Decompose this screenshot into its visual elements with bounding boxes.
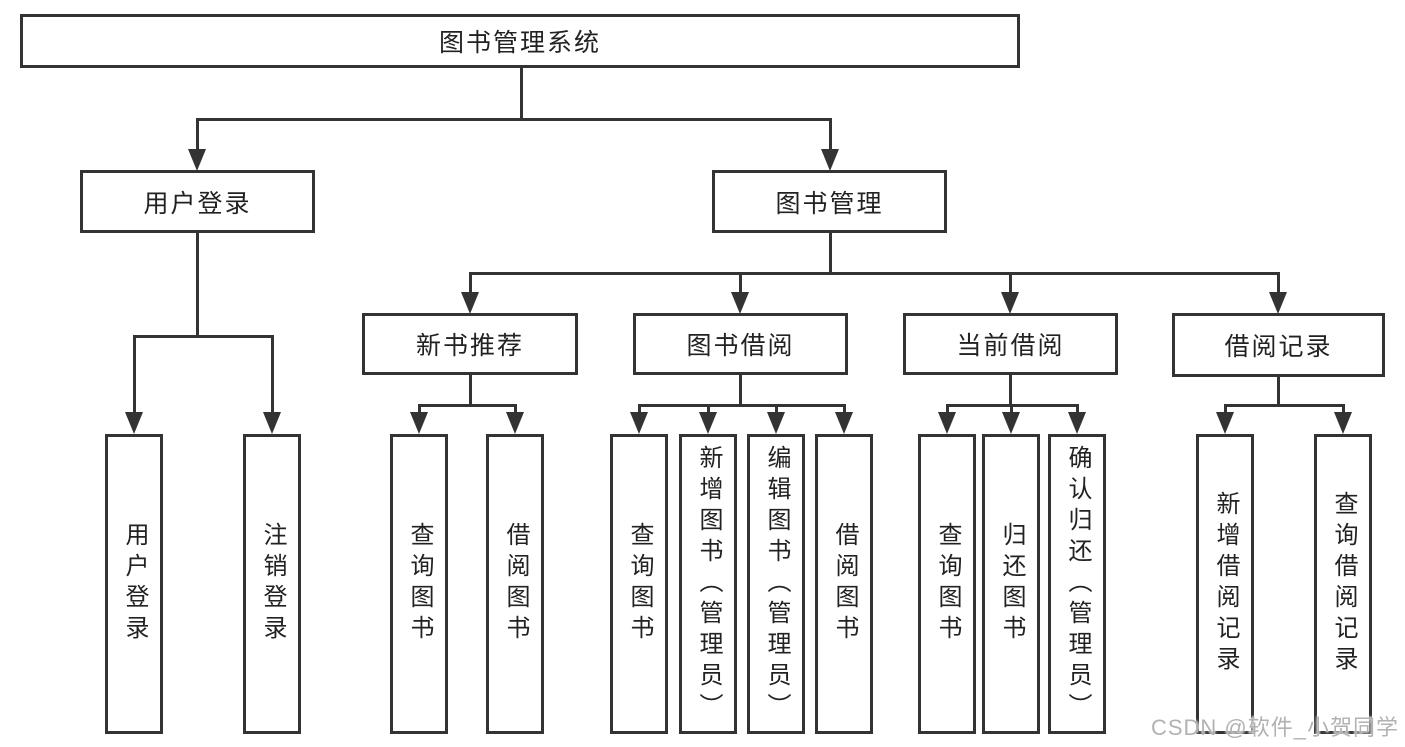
leaf-borrow-book-label: 借阅图书 (831, 522, 858, 646)
connector-book-management-stem (829, 233, 832, 274)
arrow-down-icon (461, 292, 479, 314)
connector-line (133, 335, 136, 415)
leaf-borrow-book: 借阅图书 (815, 434, 873, 734)
leaf-borrow-book-recommend: 借阅图书 (486, 434, 544, 734)
arrow-down-icon (1001, 292, 1019, 314)
node-user-login-label: 用户登录 (143, 189, 252, 218)
leaf-query-book-borrow: 查询图书 (610, 434, 668, 734)
leaf-add-borrow-record: 新增借阅记录 (1196, 434, 1254, 734)
connector-line (418, 404, 421, 415)
connector-line (775, 404, 778, 415)
watermark: CSDN @软件_小贺同学 (1150, 715, 1399, 740)
leaf-borrow-book-recommend-label: 借阅图书 (502, 522, 529, 646)
node-borrow-records-label: 借阅记录 (1224, 333, 1333, 361)
leaf-confirm-return-admin-label: 确认归还（管理员） (1064, 444, 1091, 724)
arrow-down-icon (1002, 412, 1020, 434)
arrow-down-icon (506, 412, 524, 434)
arrow-down-icon (125, 412, 143, 434)
connector-stem (469, 375, 472, 406)
node-current-borrow-label: 当前借阅 (956, 332, 1065, 360)
arrow-down-icon (263, 412, 281, 434)
connector-line (514, 404, 517, 415)
connector-line (739, 272, 742, 296)
connector-stem (739, 375, 742, 406)
connector-line (829, 118, 832, 152)
connector-user-login-hline (133, 335, 274, 338)
leaf-query-book-borrow-label: 查询图书 (626, 522, 653, 646)
node-book-borrow: 图书借阅 (633, 313, 848, 375)
leaf-add-book-admin-label: 新增图书（管理员） (695, 444, 722, 724)
connector-line (1009, 272, 1012, 296)
node-current-borrow: 当前借阅 (903, 313, 1118, 375)
leaf-return-book-label: 归还图书 (998, 522, 1025, 646)
connector-level2-hline (196, 118, 832, 121)
leaf-add-borrow-record-label: 新增借阅记录 (1212, 491, 1239, 677)
connector-line (946, 404, 949, 415)
arrow-down-icon (1216, 412, 1234, 434)
leaf-logout: 注销登录 (243, 434, 301, 734)
connector-hline (418, 404, 517, 407)
connector-line (271, 335, 274, 415)
connector-hline (638, 404, 846, 407)
leaf-logout-label: 注销登录 (259, 522, 286, 646)
arrow-down-icon (821, 149, 839, 171)
leaf-query-book-current: 查询图书 (918, 434, 976, 734)
node-root: 图书管理系统 (20, 14, 1020, 68)
arrow-down-icon (1334, 412, 1352, 434)
connector-level3-hline (469, 272, 1280, 275)
node-root-label: 图书管理系统 (438, 29, 601, 57)
connector-line (1224, 404, 1227, 415)
connector-line (638, 404, 641, 415)
leaf-add-book-admin: 新增图书（管理员） (679, 434, 737, 734)
connector-line (843, 404, 846, 415)
leaf-user-login-label: 用户登录 (121, 522, 148, 646)
node-borrow-records: 借阅记录 (1172, 313, 1385, 377)
connector-stem (1009, 375, 1012, 406)
node-book-borrow-label: 图书借阅 (686, 332, 795, 360)
connector-stem (1277, 377, 1280, 406)
connector-line (1277, 272, 1280, 296)
leaf-query-book-current-label: 查询图书 (934, 522, 961, 646)
connector-line (1342, 404, 1345, 415)
leaf-user-login: 用户登录 (105, 434, 163, 734)
arrow-down-icon (1068, 412, 1086, 434)
leaf-edit-book-admin: 编辑图书（管理员） (747, 434, 805, 734)
connector-line (1076, 404, 1079, 415)
connector-line (196, 118, 199, 152)
leaf-query-book-recommend-label: 查询图书 (406, 522, 433, 646)
arrow-down-icon (699, 412, 717, 434)
arrow-down-icon (630, 412, 648, 434)
leaf-confirm-return-admin: 确认归还（管理员） (1048, 434, 1106, 734)
arrow-down-icon (835, 412, 853, 434)
node-new-book-recommend: 新书推荐 (362, 313, 578, 375)
connector-line (469, 272, 472, 296)
node-book-management-label: 图书管理 (775, 189, 884, 218)
node-user-login: 用户登录 (80, 170, 315, 233)
connector-line (1010, 404, 1013, 415)
connector-root-stem (520, 68, 523, 120)
node-new-book-recommend-label: 新书推荐 (415, 332, 524, 360)
leaf-query-book-recommend: 查询图书 (390, 434, 448, 734)
leaf-edit-book-admin-label: 编辑图书（管理员） (763, 444, 790, 724)
connector-hline (1224, 404, 1345, 407)
arrow-down-icon (767, 412, 785, 434)
arrow-down-icon (188, 149, 206, 171)
node-book-management: 图书管理 (712, 170, 947, 233)
leaf-query-borrow-record: 查询借阅记录 (1314, 434, 1372, 734)
connector-user-login-stem (196, 233, 199, 337)
arrow-down-icon (410, 412, 428, 434)
leaf-return-book: 归还图书 (982, 434, 1040, 734)
arrow-down-icon (731, 292, 749, 314)
arrow-down-icon (1269, 292, 1287, 314)
leaf-query-borrow-record-label: 查询借阅记录 (1330, 491, 1357, 677)
arrow-down-icon (938, 412, 956, 434)
connector-line (707, 404, 710, 415)
